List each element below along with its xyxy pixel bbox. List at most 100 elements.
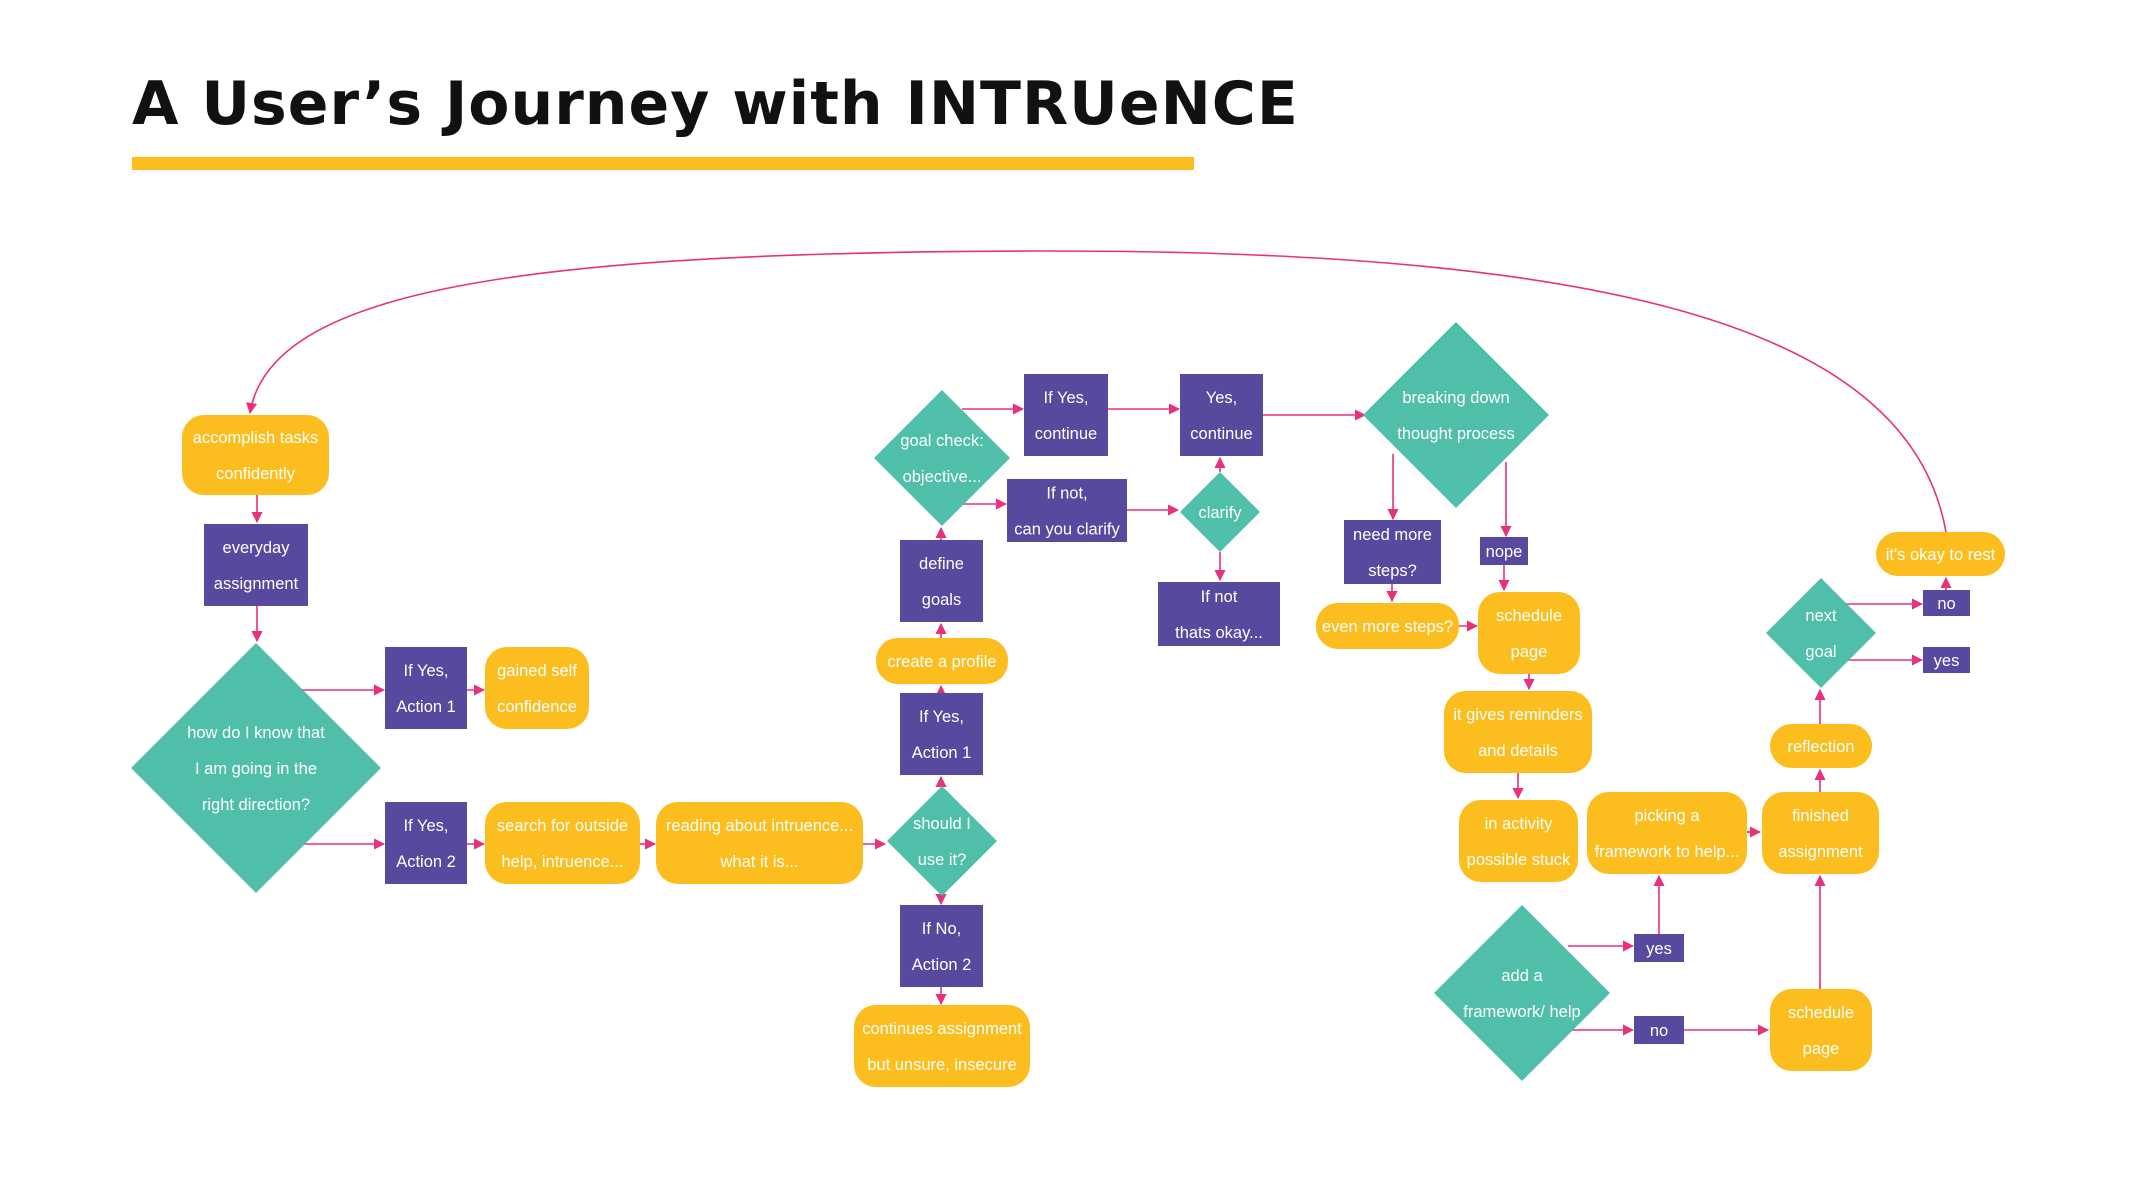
node-okay-rest: it's okay to rest — [1876, 532, 2005, 576]
diamond-shape — [1180, 472, 1260, 552]
node-everyday: everyday assignment — [204, 524, 308, 606]
box-shape — [1634, 1016, 1684, 1044]
node-label: even more steps? — [1322, 618, 1453, 636]
node-label: it's okay to rest — [1886, 546, 1996, 564]
node-label: need more — [1353, 526, 1432, 544]
node-gained: gained self confidence — [485, 647, 589, 729]
node-label: yes — [1934, 652, 1960, 670]
node-yes-right: yes — [1923, 647, 1970, 673]
node-yes-action1b: If Yes, Action 1 — [900, 693, 983, 775]
node-label: assignment — [214, 575, 299, 593]
node-label: goal check: — [900, 432, 983, 450]
node-label: continues assignment — [862, 1020, 1022, 1038]
page-title: A User’s Journey with INTRUeNCE — [132, 69, 1299, 139]
node-label: If Yes, — [1044, 389, 1089, 407]
box-shape — [1344, 520, 1441, 584]
node-label: help, intruence... — [502, 853, 624, 871]
box-shape — [1480, 537, 1528, 565]
box-shape — [900, 905, 983, 987]
node-no-action2: If No, Action 2 — [900, 905, 983, 987]
node-label: continue — [1190, 425, 1252, 443]
node-label: thought process — [1397, 425, 1514, 443]
rounded-box-shape — [1770, 989, 1872, 1071]
node-label: schedule — [1496, 607, 1562, 625]
rounded-box-shape — [1478, 592, 1580, 674]
rounded-box-shape — [1770, 724, 1872, 768]
diamond-shape — [1363, 322, 1549, 508]
node-yes-continue: If Yes,continue — [1024, 374, 1108, 456]
node-label: Action 1 — [912, 744, 972, 762]
title-underline — [132, 157, 1194, 170]
node-clarify: clarify — [1180, 472, 1260, 552]
arrow-okay-rest-to-accomplish — [246, 250, 1947, 533]
node-label: objective... — [903, 468, 982, 486]
node-yes-action1: If Yes, Action 1 — [385, 647, 467, 729]
node-yes-continue2: Yes,continue — [1180, 374, 1263, 456]
box-shape — [1024, 374, 1108, 456]
node-label: next — [1805, 607, 1837, 625]
node-search: search for outside help, intruence... — [485, 802, 640, 884]
node-label: goal — [1805, 643, 1836, 661]
node-no-small: no — [1634, 1016, 1684, 1044]
node-label: define — [919, 555, 964, 573]
node-label: thats okay... — [1175, 624, 1263, 642]
rounded-box-shape — [854, 1005, 1030, 1087]
diamond-shape — [1766, 578, 1876, 688]
node-label: possible stuck — [1467, 851, 1571, 869]
diamond-shape — [887, 786, 997, 896]
rounded-box-shape — [1444, 691, 1592, 773]
node-not-clarify: If not,can you clarify — [1007, 479, 1127, 542]
node-label: If not, — [1046, 485, 1087, 503]
node-label: and details — [1478, 742, 1558, 760]
node-label: confidence — [497, 698, 577, 716]
box-shape — [385, 802, 467, 884]
node-label: search for outside — [497, 817, 628, 835]
box-shape — [900, 693, 983, 775]
rounded-box-shape — [1587, 792, 1747, 874]
node-label: what it is... — [720, 853, 799, 871]
node-label: reflection — [1788, 738, 1855, 756]
node-label: I am going in the — [195, 760, 317, 778]
node-label: accomplish tasks — [193, 429, 319, 447]
node-label: If No, — [922, 920, 961, 938]
node-yes-small: yes — [1634, 934, 1684, 962]
node-goal-check: goal check: objective... — [874, 390, 1010, 526]
box-shape — [1180, 374, 1263, 456]
node-label: schedule — [1788, 1004, 1854, 1022]
diamond-shape — [131, 643, 381, 893]
node-label: steps? — [1368, 562, 1417, 580]
node-yes-action2: If Yes,Action 2 — [385, 802, 467, 884]
node-need-more: need more steps? — [1344, 520, 1441, 584]
node-label: assignment — [1778, 843, 1863, 861]
box-shape — [1923, 590, 1970, 616]
box-shape — [385, 647, 467, 729]
node-label: If Yes, — [919, 708, 964, 726]
node-label: Action 2 — [912, 956, 972, 974]
node-label: gained self — [497, 662, 577, 680]
node-label: finished — [1792, 807, 1849, 825]
node-label: If not — [1201, 588, 1238, 606]
rounded-box-shape — [485, 802, 640, 884]
node-next-goal: next goal — [1766, 578, 1876, 688]
diamond-shape — [874, 390, 1010, 526]
node-label: If Yes, — [404, 662, 449, 680]
rounded-box-shape — [1459, 800, 1578, 882]
node-label: nope — [1486, 543, 1523, 561]
node-label: yes — [1646, 940, 1672, 958]
node-label: no — [1937, 595, 1955, 613]
node-label: Action 1 — [396, 698, 456, 716]
node-label: everyday — [223, 539, 291, 557]
rounded-box-shape — [1762, 792, 1879, 874]
node-label: picking a — [1634, 807, 1700, 825]
box-shape — [1634, 934, 1684, 962]
box-shape — [900, 540, 983, 622]
node-label: use it? — [918, 851, 967, 869]
node-label: no — [1650, 1022, 1668, 1040]
